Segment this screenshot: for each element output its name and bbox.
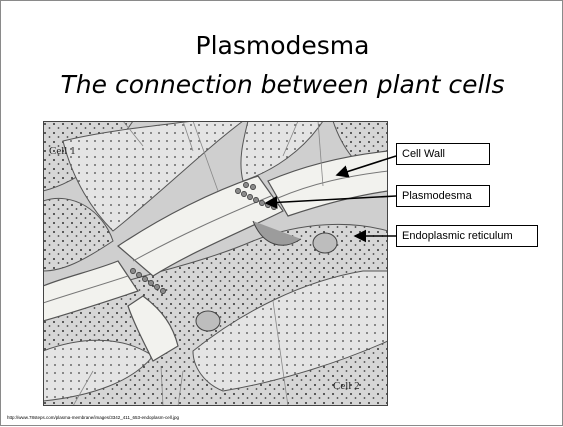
- slide-title: Plasmodesma: [1, 31, 563, 61]
- slide-subtitle: The connection between plant cells: [1, 69, 563, 101]
- cell-1-label: Cell 1: [49, 145, 76, 157]
- source-credit: http://www.78steps.com/plasma-membrane/i…: [7, 415, 179, 421]
- plasmodesma-diagram: Cell 1 Cell 2: [43, 121, 388, 406]
- plasmodesma-illustration: Cell 1 Cell 2: [43, 121, 388, 406]
- endoplasmic-reticulum-label: Endoplasmic reticulum: [396, 225, 538, 247]
- cell-wall-label: Cell Wall: [396, 143, 490, 165]
- cell-2-label: Cell 2: [333, 380, 360, 392]
- plasmodesma-label: Plasmodesma: [396, 185, 490, 207]
